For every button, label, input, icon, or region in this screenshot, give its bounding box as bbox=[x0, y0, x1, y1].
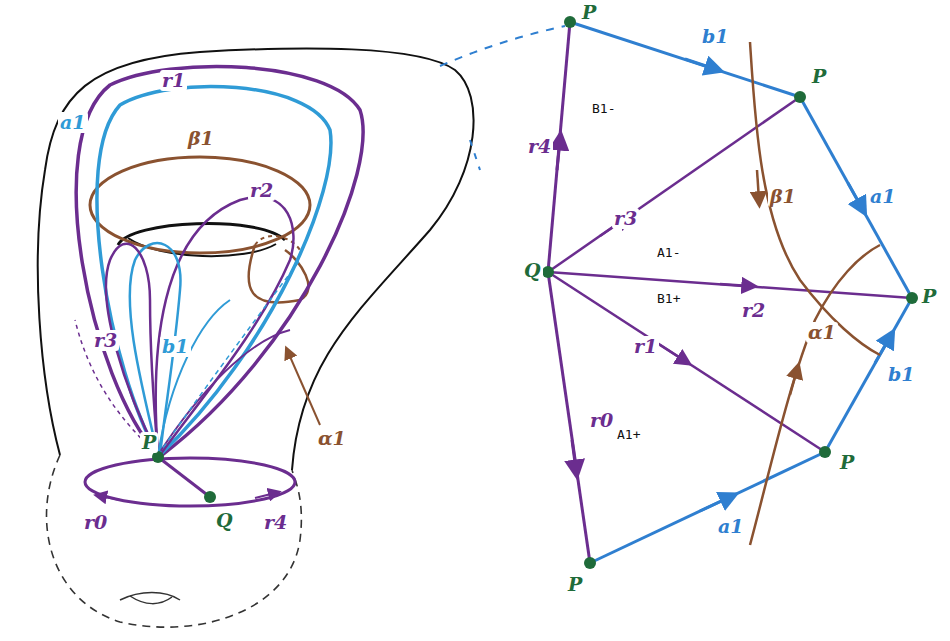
curve-label: β1 bbox=[768, 186, 798, 207]
edge-label: r2 bbox=[740, 300, 767, 321]
vertex-label: P bbox=[580, 2, 598, 23]
vertex-label: Q bbox=[522, 260, 543, 281]
curve-label: α1 bbox=[806, 322, 838, 343]
point-label: Q bbox=[214, 510, 235, 531]
region-label: A1+ bbox=[615, 428, 642, 442]
loop-label: α1 bbox=[316, 428, 348, 449]
edge-label: r4 bbox=[526, 136, 553, 157]
loop-label: r1 bbox=[160, 70, 187, 91]
loop-label: r4 bbox=[262, 512, 289, 533]
loop-label: r3 bbox=[92, 330, 119, 351]
loop-label: r0 bbox=[82, 512, 109, 533]
edge-label: r1 bbox=[632, 336, 659, 357]
region-label: B1+ bbox=[655, 292, 682, 306]
loop-label: r2 bbox=[248, 180, 275, 201]
edge-label: r0 bbox=[588, 410, 615, 431]
loop-label: β1 bbox=[186, 128, 216, 149]
loop-label: b1 bbox=[160, 336, 191, 357]
edge-label: r3 bbox=[612, 208, 639, 229]
edge-label: a1 bbox=[716, 516, 746, 537]
edge-label: b1 bbox=[700, 26, 731, 47]
vertex-label: P bbox=[838, 452, 856, 473]
region-label: B1- bbox=[590, 102, 617, 116]
vertex-label: P bbox=[810, 66, 828, 87]
loop-label: a1 bbox=[58, 112, 88, 133]
edge-label: b1 bbox=[886, 364, 917, 385]
edge-label: a1 bbox=[868, 186, 898, 207]
point-label: P bbox=[140, 432, 158, 453]
vertex-label: P bbox=[920, 286, 938, 307]
vertex-label: P bbox=[566, 574, 584, 595]
region-label: A1- bbox=[655, 246, 682, 260]
